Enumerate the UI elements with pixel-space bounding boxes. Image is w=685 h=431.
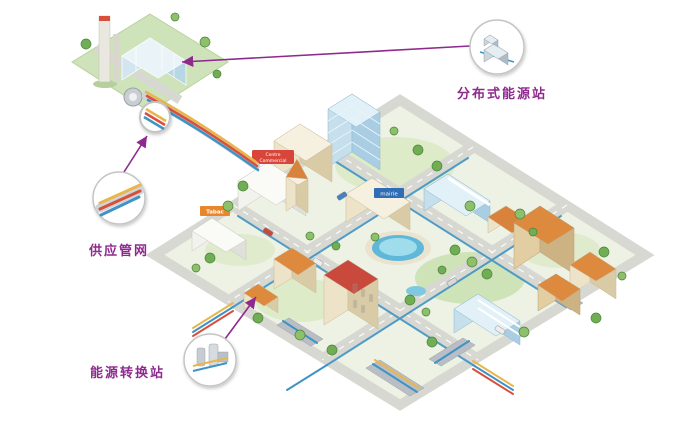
- buildings: Centre Commercial mairie: [191, 93, 617, 346]
- pipe-stubs: [192, 302, 514, 395]
- callout-arrows: [123, 45, 471, 340]
- building-glass-bottom: [453, 293, 521, 346]
- building-glass-tower: [327, 93, 381, 171]
- plant-building: [121, 37, 187, 86]
- arrow-to-city: [224, 296, 257, 340]
- plant-trees: [80, 12, 222, 79]
- svg-text:mairie: mairie: [380, 192, 398, 198]
- trees: [191, 126, 627, 356]
- house-a: [273, 247, 317, 294]
- conversion-station-callout: [183, 333, 237, 387]
- building-tan-tall: [513, 205, 575, 275]
- label-distributed-energy-station: 分布式能源站: [456, 87, 547, 102]
- building-apartment-tall: [323, 259, 379, 330]
- cars: [262, 191, 506, 335]
- energy-station-icon: [479, 34, 515, 66]
- pond: [406, 286, 426, 296]
- svg-text:Tabac: Tabac: [206, 210, 224, 216]
- arrow-to-plant: [181, 45, 471, 67]
- distributed-energy-station-callout: [469, 19, 525, 75]
- label-conversion-station: 能源转换站: [89, 366, 165, 381]
- machinery-icon: [192, 343, 229, 372]
- building-shop: [191, 217, 247, 261]
- turbine-unit: [123, 87, 143, 107]
- swimming-pool: [365, 231, 431, 265]
- building-cream-right: [569, 251, 617, 300]
- arrow-to-pipes: [123, 135, 148, 173]
- house-b: [243, 283, 279, 314]
- cityhall-sign: mairie: [374, 188, 404, 198]
- church-tower: [285, 158, 309, 214]
- supply-network-callout: [92, 171, 146, 225]
- shop-sign: Tabac: [200, 206, 230, 216]
- svg-text:Commercial: Commercial: [260, 158, 287, 164]
- building-tan-small: [537, 273, 581, 316]
- pipes-icon: [95, 183, 145, 217]
- city-illustration: Centre Commercial mairie: [145, 93, 655, 411]
- mall-sign: Centre Commercial: [252, 150, 294, 164]
- svg-text:Centre: Centre: [265, 152, 280, 158]
- magnifier-icon: [139, 101, 171, 133]
- energy-plant: [71, 12, 229, 113]
- chimney: [98, 15, 119, 83]
- label-supply-network: 供应管网: [88, 244, 149, 259]
